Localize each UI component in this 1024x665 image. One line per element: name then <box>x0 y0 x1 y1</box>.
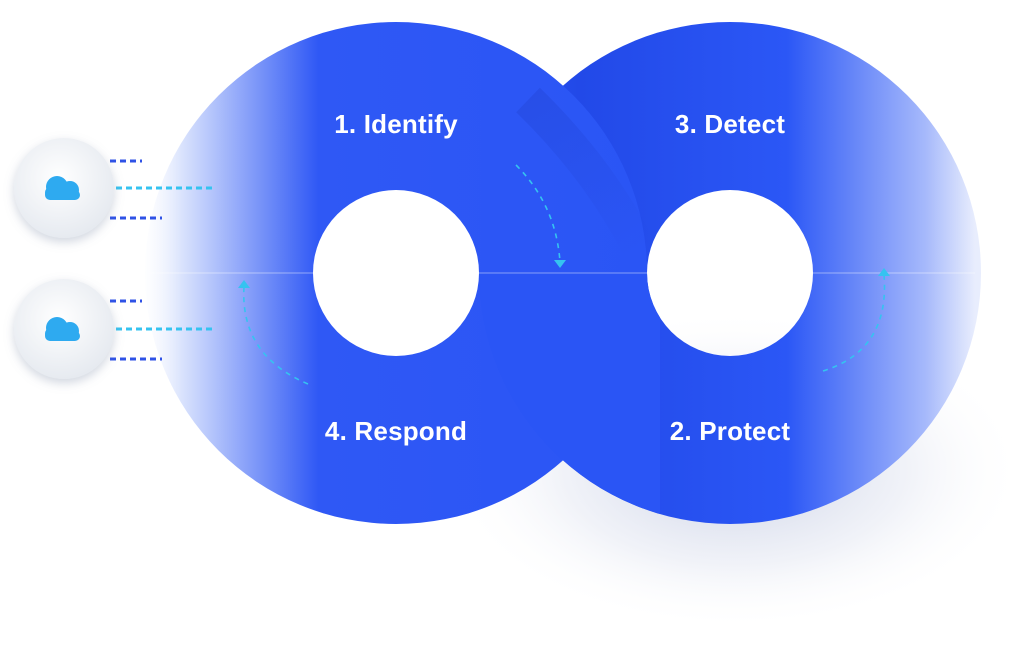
ring-overlap <box>479 87 660 514</box>
arrow-protect-to-detect <box>822 274 886 372</box>
stage-label-respond: 4. Respond <box>325 416 467 446</box>
arrow-identify-to-protect <box>515 164 561 263</box>
cloud-source-badge <box>14 138 114 238</box>
cloud-icon <box>45 317 80 341</box>
stage-label-identify: 1. Identify <box>334 109 458 139</box>
cloud-icon <box>45 176 80 200</box>
cloud-source-badge <box>14 279 114 379</box>
arrow-heads <box>238 260 890 288</box>
stage-label-protect: 2. Protect <box>670 416 791 446</box>
arrow-respond-to-identify <box>243 286 309 385</box>
source-connectors <box>110 159 212 361</box>
stage-label-detect: 3. Detect <box>675 109 785 139</box>
flow-arrows <box>243 164 886 385</box>
